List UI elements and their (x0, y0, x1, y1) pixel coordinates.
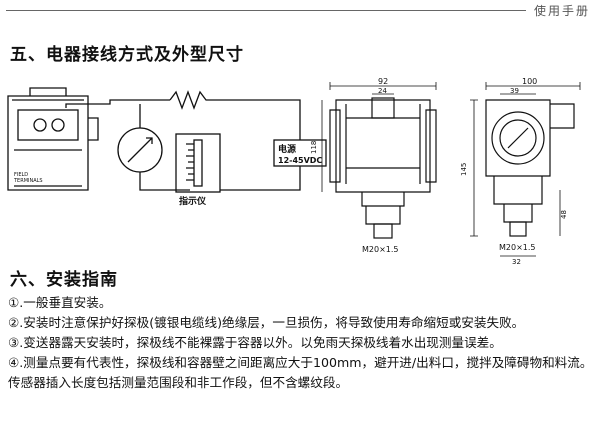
side-bottom-width: 32 (512, 258, 521, 266)
instruction-4: ④.测量点要有代表性，探极线和容器壁之间距离应大于100mm，避开进/出料口，搅… (8, 355, 593, 390)
indicator-box (175, 133, 221, 193)
instruction-1: ①.一般垂直安装。 (8, 295, 112, 310)
terminal-label-1: FIELD (14, 172, 28, 178)
indicator-label: 指示仪 (179, 195, 207, 207)
page-header: 使用手册 (0, 0, 600, 20)
side-height-total: 145 (460, 163, 468, 176)
instruction-2: ②.安装时注意保护好探极(镀银电缆线)绝缘层，一旦损伤，将导致使用寿命缩短或安装… (8, 315, 525, 330)
section-6-title: 六、安装指南 (10, 270, 118, 290)
installation-instructions: ①.一般垂直安装。 ②.安装时注意保护好探极(镀银电缆线)绝缘层，一旦损伤，将导… (8, 293, 596, 393)
front-thread: M20×1.5 (362, 245, 399, 254)
front-view-drawing (321, 82, 437, 239)
side-top-width: 39 (510, 87, 519, 95)
instruction-3: ③.变送器露天安装时，探极线不能裸露于容器以外。以免雨天探极线着水出现测量误差。 (8, 335, 502, 350)
front-height: 118 (310, 141, 318, 154)
side-thread: M20×1.5 (499, 243, 536, 252)
power-label-1: 电源 (278, 143, 296, 155)
transmitter-housing (7, 87, 99, 191)
ammeter-symbol (117, 127, 163, 173)
side-view-drawing (470, 82, 581, 257)
header-rule (6, 10, 526, 11)
power-supply-box (273, 139, 327, 167)
section-5-title: 五、电器接线方式及外型尺寸 (10, 45, 244, 65)
power-label-2: 12-45VDC (278, 156, 322, 165)
wiring-diagram (7, 87, 327, 193)
side-width-total: 100 (522, 77, 537, 86)
side-lower-height: 48 (560, 210, 568, 219)
manual-title: 使用手册 (533, 4, 590, 18)
wiring-and-dimension-diagram: FIELD TERMINALS 指示仪 电源 12-45VDC 92 24 11… (7, 77, 581, 266)
front-top-width: 24 (378, 87, 387, 95)
terminal-label-2: TERMINALS (13, 178, 43, 184)
front-width-total: 92 (378, 77, 388, 86)
